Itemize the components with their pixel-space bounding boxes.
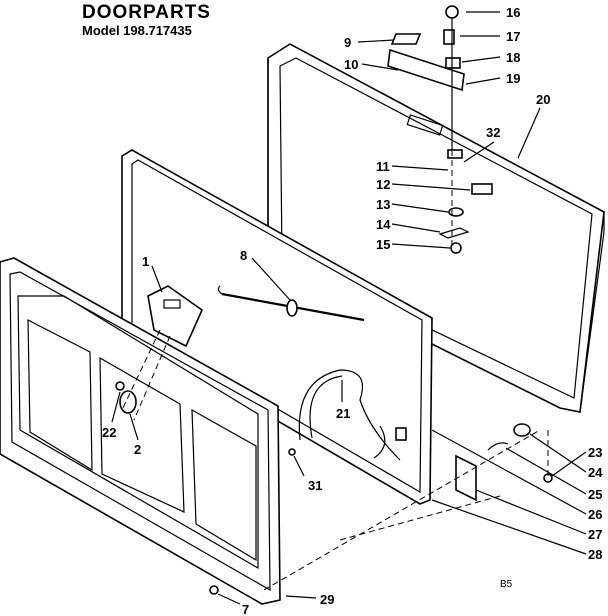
callout-12: 12 bbox=[376, 177, 471, 192]
callout-8: 8 bbox=[240, 248, 291, 301]
svg-text:18: 18 bbox=[506, 50, 520, 65]
svg-text:29: 29 bbox=[320, 592, 334, 607]
callout-11: 11 bbox=[376, 159, 449, 174]
callout-29: 29 bbox=[285, 592, 334, 607]
svg-text:14: 14 bbox=[376, 217, 391, 232]
callout-18: 18 bbox=[461, 50, 520, 65]
svg-text:8: 8 bbox=[240, 248, 247, 263]
svg-text:26: 26 bbox=[588, 507, 602, 522]
callout-20: 20 bbox=[517, 92, 550, 159]
svg-text:19: 19 bbox=[506, 71, 520, 86]
callout-15: 15 bbox=[376, 237, 451, 252]
callout-31: 31 bbox=[293, 455, 322, 493]
knob-part-2 bbox=[119, 390, 137, 414]
svg-text:31: 31 bbox=[308, 478, 322, 493]
page-code: B5 bbox=[500, 579, 513, 590]
svg-text:11: 11 bbox=[376, 159, 390, 174]
svg-text:24: 24 bbox=[588, 465, 603, 480]
svg-text:28: 28 bbox=[588, 547, 602, 562]
callout-21: 21 bbox=[336, 380, 350, 421]
callout-1: 1 bbox=[142, 254, 163, 293]
svg-text:12: 12 bbox=[376, 177, 390, 192]
callout-9: 9 bbox=[344, 35, 395, 50]
screw-part-7 bbox=[209, 585, 219, 595]
rod-part-8 bbox=[217, 285, 365, 322]
svg-text:21: 21 bbox=[336, 406, 350, 421]
hinge-assembly-top bbox=[387, 5, 465, 150]
callout-14: 14 bbox=[376, 217, 441, 233]
svg-text:9: 9 bbox=[344, 35, 351, 50]
callout-17: 17 bbox=[460, 29, 520, 44]
svg-text:16: 16 bbox=[506, 5, 520, 20]
callout-22: 22 bbox=[102, 391, 121, 440]
svg-text:32: 32 bbox=[486, 125, 500, 140]
svg-text:2: 2 bbox=[134, 442, 141, 457]
latch-bracket-part-1 bbox=[147, 285, 203, 348]
svg-text:10: 10 bbox=[344, 57, 358, 72]
svg-text:7: 7 bbox=[242, 602, 249, 616]
model-number: Model 198.717435 bbox=[82, 23, 192, 38]
svg-text:13: 13 bbox=[376, 197, 390, 212]
svg-text:22: 22 bbox=[102, 425, 116, 440]
callout-16: 16 bbox=[466, 5, 520, 20]
svg-text:23: 23 bbox=[588, 445, 602, 460]
svg-text:17: 17 bbox=[506, 29, 520, 44]
callout-19: 19 bbox=[465, 71, 520, 86]
callout-28: 28 bbox=[431, 499, 602, 562]
door-panel bbox=[0, 257, 281, 605]
callout-27: 27 bbox=[475, 489, 602, 542]
callout-7: 7 bbox=[217, 593, 249, 616]
screw-part-31 bbox=[288, 448, 296, 456]
callout-25: 25 bbox=[505, 447, 602, 502]
svg-text:20: 20 bbox=[536, 92, 550, 107]
title: DOORPARTS bbox=[82, 2, 211, 23]
callout-26: 26 bbox=[431, 429, 602, 522]
callout-32: 32 bbox=[463, 125, 500, 163]
screw-part-22 bbox=[115, 381, 125, 391]
callout-24: 24 bbox=[529, 433, 603, 480]
wire-harness-part-21 bbox=[298, 369, 407, 461]
svg-text:25: 25 bbox=[588, 487, 602, 502]
svg-text:15: 15 bbox=[376, 237, 390, 252]
svg-text:1: 1 bbox=[142, 254, 149, 269]
callout-10: 10 bbox=[344, 57, 399, 72]
hinge-hardware-lower bbox=[455, 423, 553, 502]
callout-2: 2 bbox=[129, 413, 141, 457]
callout-23: 23 bbox=[551, 445, 602, 477]
callout-13: 13 bbox=[376, 197, 449, 213]
svg-text:27: 27 bbox=[588, 527, 602, 542]
